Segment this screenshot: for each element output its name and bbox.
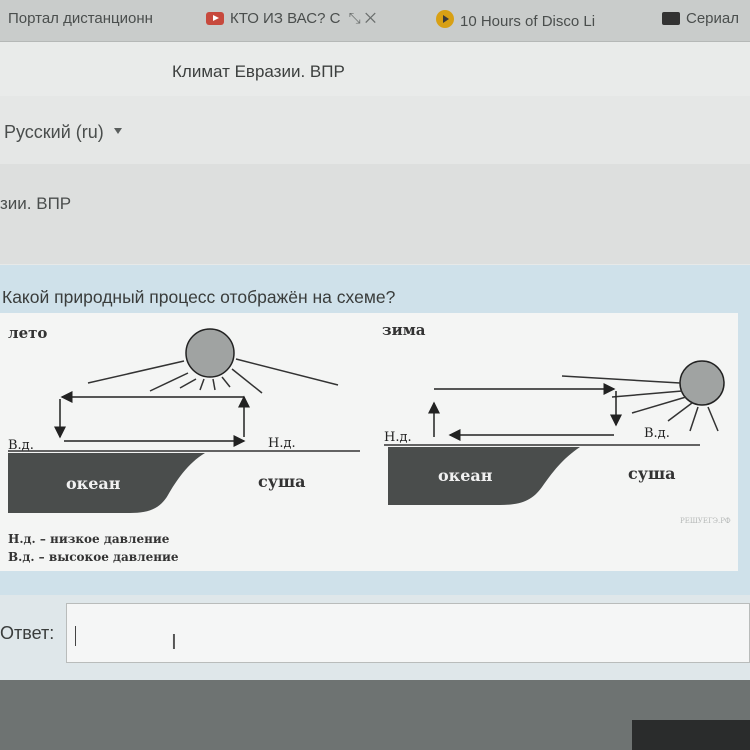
summer-title: лето [8,324,47,342]
question-text: Какой природный процесс отображён на схе… [2,287,396,307]
answer-label: Ответ: [0,623,55,643]
language-bar: Русский (ru) [0,96,750,164]
monsoon-scheme: лето В.д. Н.д. [8,321,731,564]
winter-sun-icon [561,360,725,432]
youtube-icon [206,12,224,25]
winter-ocean-shape [388,447,580,505]
winter-high-pressure: В.д. [644,426,670,441]
bookmark-label: Портал дистанционн [8,10,153,27]
chevron-down-icon [113,128,122,134]
summer-ocean-shape [8,453,205,513]
footer [0,680,750,750]
winter-land-label: суша [628,464,676,483]
summer-low-pressure: Н.д. [268,436,296,451]
text-cursor-icon: I [171,630,177,654]
summer-ocean-label: океан [66,474,121,493]
bookmark-label: Сериал [686,10,739,27]
bookmark-series[interactable]: Сериал [662,10,739,27]
question-card: Какой природный процесс отображён на схе… [0,265,750,595]
language-selector[interactable]: Русский (ru) [4,122,122,143]
summer-land-label: суша [258,472,306,491]
watermark: РЕШУЕГЭ.РФ [680,517,731,525]
bookmark-portal[interactable]: Портал дистанционн [8,10,153,27]
play-icon [436,10,454,28]
winter-title: зима [382,321,426,339]
breadcrumb: зии. ВПР [0,194,72,213]
tv-icon [662,12,680,25]
title-bar: Климат Евразии. ВПР [0,42,750,96]
legend-high-pressure: В.д. – высокое давление [8,550,179,564]
winter-ocean-label: океан [438,466,493,485]
climate-diagram: лето В.д. Н.д. [0,313,738,571]
bookmark-disco[interactable]: 10 Hours of Disco Li [436,10,595,30]
bookmark-video[interactable]: КТО ИЗ ВАС? С ⤡ ✕ [206,10,376,27]
breadcrumb-bar: зии. ВПР [0,164,750,264]
language-label: Русский (ru) [4,122,104,142]
bookmarks-bar: Портал дистанционн КТО ИЗ ВАС? С ⤡ ✕ 10 … [0,0,750,42]
page-title: Климат Евразии. ВПР [172,62,345,81]
summer-high-pressure: В.д. [8,438,34,453]
answer-area: Ответ: I [0,595,750,680]
close-icon[interactable]: ⤡ ✕ [348,10,377,27]
bookmark-label: 10 Hours of Disco Li [460,13,596,30]
winter-low-pressure: Н.д. [384,430,412,445]
text-caret [75,626,76,646]
footer-block [632,720,750,750]
bookmark-label: КТО ИЗ ВАС? С [230,10,341,27]
summer-sun-icon [87,328,339,394]
legend-low-pressure: Н.д. – низкое давление [8,532,170,546]
answer-input[interactable]: I [66,603,750,663]
